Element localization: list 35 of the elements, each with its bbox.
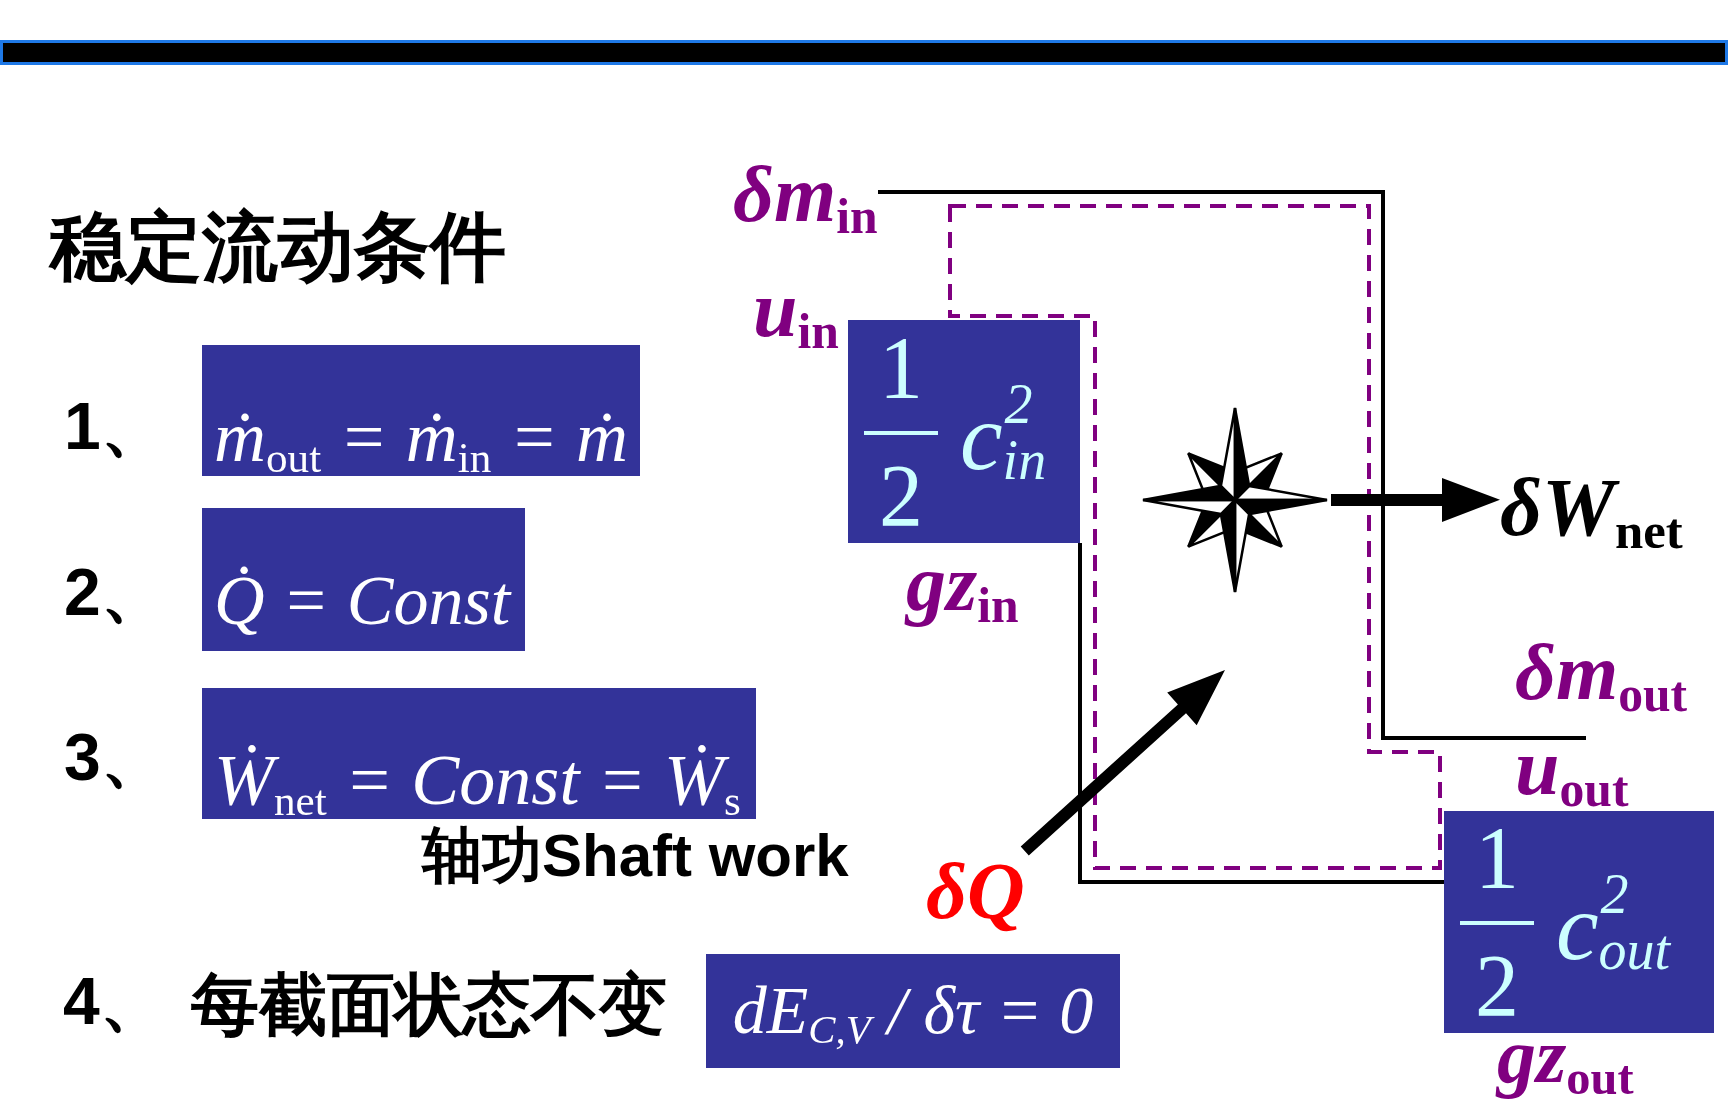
math-label: u$_{in}$ bbox=[753, 269, 839, 349]
formula-box bbox=[848, 320, 1080, 543]
math-label: δW$_{net}$ bbox=[1500, 467, 1683, 549]
velocity-symbol: c bbox=[960, 388, 1003, 485]
math-label: δm$_{in}$ bbox=[733, 154, 878, 234]
formula-box bbox=[1444, 811, 1714, 1033]
slide-title: 稳定流动条件 bbox=[50, 209, 506, 285]
list-number: 3、 bbox=[64, 724, 167, 790]
list-number: 1、 bbox=[64, 393, 167, 459]
math-label: u$_{out}$ bbox=[1515, 727, 1629, 807]
annotation-text: 轴功Shaft work bbox=[422, 826, 849, 886]
arrow bbox=[1331, 477, 1500, 522]
formula-box bbox=[202, 688, 756, 819]
arrow bbox=[1020, 670, 1225, 856]
condition-text: 每截面状态不变 bbox=[191, 970, 667, 1038]
formula-box bbox=[706, 954, 1120, 1068]
subscript: out bbox=[1598, 922, 1671, 978]
fraction-numerator: 1 bbox=[879, 323, 923, 412]
list-number: 4、 bbox=[63, 968, 166, 1034]
superscript: 2 bbox=[1600, 866, 1630, 922]
fraction-denominator: 2 bbox=[879, 451, 923, 540]
math-label: δm$_{out}$ bbox=[1515, 632, 1688, 712]
fraction-numerator: 1 bbox=[1475, 814, 1519, 902]
formula: Q̇ = Const bbox=[214, 566, 511, 636]
math-label: δQ bbox=[926, 851, 1025, 931]
formula: ṁ$_{out}$ = ṁ$_{in}$ = ṁ bbox=[214, 401, 628, 473]
formula-box bbox=[202, 345, 640, 476]
superscript: 2 bbox=[1004, 375, 1034, 432]
fraction-denominator: 2 bbox=[1475, 942, 1519, 1030]
velocity-symbol: c bbox=[1556, 879, 1599, 975]
subscript: in bbox=[1002, 431, 1047, 488]
formula: Ẇ$_{net}$ = Const = Ẇ$_{s}$ bbox=[214, 744, 741, 816]
formula-box bbox=[202, 508, 525, 651]
list-number: 2、 bbox=[64, 559, 167, 625]
formula: dE$_{C,V}$ / δτ = 0 bbox=[732, 971, 1094, 1055]
